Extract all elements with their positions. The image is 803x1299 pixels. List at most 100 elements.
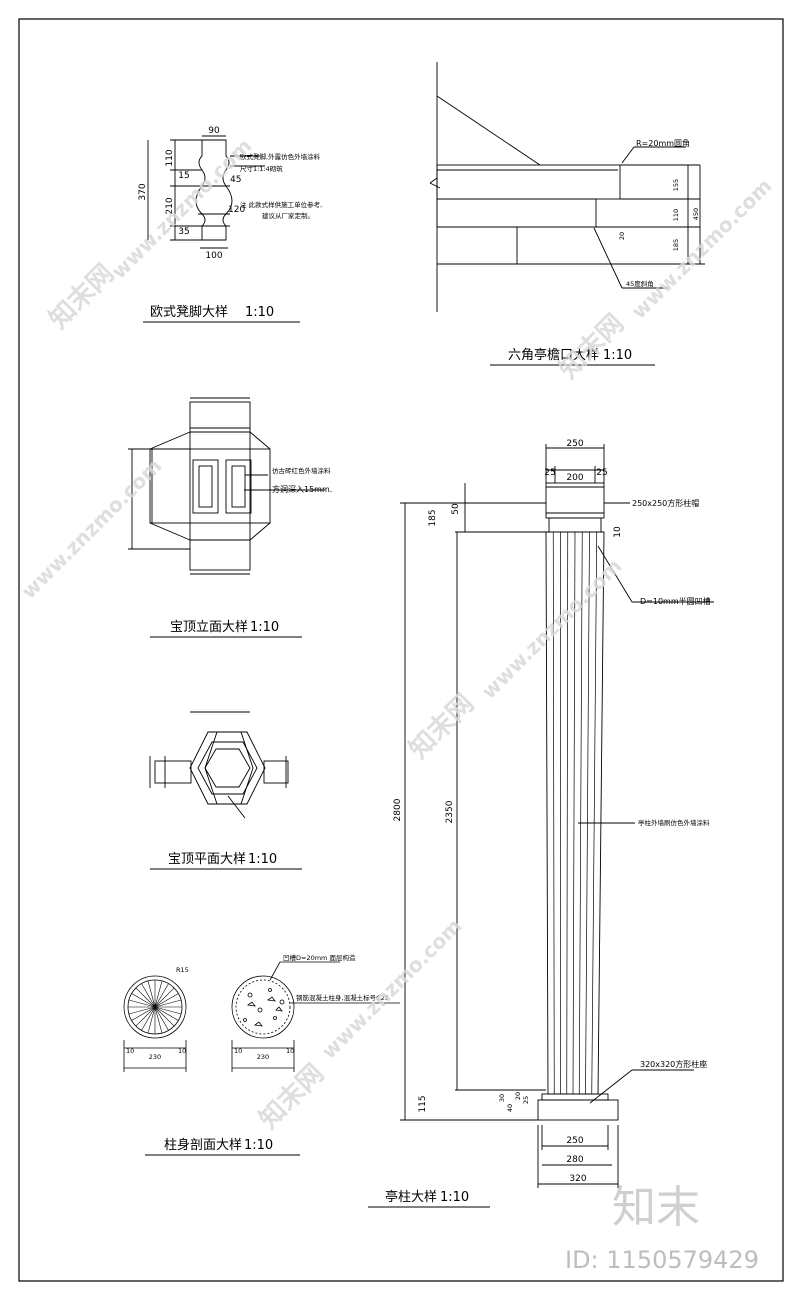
finial-elevation-title-text: 宝顶立面大样 bbox=[170, 620, 248, 635]
finial-plan-title-text: 宝顶平面大样 bbox=[168, 852, 246, 867]
col-flute-note: D=10mm半圆凹槽 bbox=[640, 596, 711, 606]
eave-title-scale: 1:10 bbox=[603, 348, 632, 363]
bal-note-2: 尺寸1:1:4砌筑 bbox=[240, 164, 283, 173]
finial-elevation-detail bbox=[128, 397, 325, 575]
section-ray bbox=[135, 1006, 156, 1027]
col-dim-b3: 40 bbox=[506, 1104, 514, 1112]
col-dim-total: 2800 bbox=[393, 798, 403, 821]
section-ray bbox=[154, 980, 163, 1008]
bal-dim-e: 45 bbox=[230, 175, 241, 185]
section-ray bbox=[135, 987, 156, 1008]
watermark-brand-4: 知末网 bbox=[554, 309, 630, 385]
col-base-a: 250 bbox=[566, 1136, 583, 1146]
watermark-id: ID: 1150579429 bbox=[565, 1246, 759, 1274]
section-ray bbox=[154, 1006, 175, 1027]
col-dim-b1: 30 bbox=[498, 1094, 506, 1102]
shaft-note-1: 凹槽D=20mm 面层构造 bbox=[283, 953, 356, 962]
section-rays bbox=[128, 980, 182, 1034]
shaft-section-detail bbox=[123, 961, 400, 1072]
column-flute-line bbox=[552, 531, 555, 1095]
bal-note-1: 欧式凳脚,外露仿色外墙涂料 bbox=[240, 152, 321, 161]
section-ray bbox=[154, 1006, 182, 1015]
column-flute-line bbox=[572, 531, 576, 1095]
eave-chamfer-note: 45度斜角 bbox=[626, 279, 654, 288]
col-dim-shaft: 2350 bbox=[445, 800, 455, 823]
eave-title: 六角亭檐口大样 1:10 bbox=[490, 347, 655, 366]
column-flute-line bbox=[566, 531, 569, 1095]
col-dim-b2: 20 bbox=[514, 1092, 522, 1100]
column-title-scale: 1:10 bbox=[440, 1190, 469, 1205]
eave-dim-total: 450 bbox=[692, 208, 700, 220]
watermark-site-3: www.znzmo.com bbox=[477, 554, 627, 704]
bal-note-4: 建议从厂家定制。 bbox=[262, 211, 314, 220]
col-dim-cap: 250 bbox=[566, 439, 583, 449]
col-dim-cap-inner: 200 bbox=[566, 473, 583, 483]
sec-r-label: R15 bbox=[176, 966, 189, 974]
section-ray bbox=[154, 1006, 169, 1031]
sec-side-3: 10 bbox=[234, 1047, 242, 1055]
section-ray bbox=[131, 1006, 156, 1021]
eave-fillet-note: R=20mm圆角 bbox=[636, 138, 690, 148]
sec-d-left: 230 bbox=[149, 1053, 161, 1061]
finial-paint-note: 仿古砖红色外墙涂料 bbox=[272, 466, 331, 475]
bal-dim-total: 370 bbox=[138, 183, 148, 200]
section-ray bbox=[141, 983, 156, 1008]
concrete-hatch bbox=[243, 988, 285, 1027]
finial-elevation-title-scale: 1:10 bbox=[250, 620, 279, 635]
section-ray bbox=[154, 987, 175, 1008]
column-title-text: 亭柱大样 bbox=[385, 1189, 437, 1205]
sec-d-right: 230 bbox=[257, 1053, 269, 1061]
finial-plan-title-scale: 1:10 bbox=[248, 852, 277, 867]
section-ray bbox=[154, 999, 182, 1008]
column-detail bbox=[400, 444, 714, 1188]
sec-side-2: 10 bbox=[178, 1047, 186, 1055]
bal-dim-c: 210 bbox=[165, 197, 175, 214]
section-ray bbox=[154, 1006, 163, 1034]
watermark-layer: 知末网 www.znzmo.com www.znzmo.com 知末网 www.… bbox=[17, 134, 777, 1135]
watermark-site-5: www.znzmo.com bbox=[627, 174, 777, 324]
section-ray bbox=[147, 980, 156, 1008]
bal-dim-top: 90 bbox=[208, 126, 220, 136]
col-dim-b4: 25 bbox=[522, 1096, 530, 1104]
sec-side-4: 10 bbox=[286, 1047, 294, 1055]
eave-dim-c: 185 bbox=[672, 239, 680, 251]
section-ray bbox=[141, 1006, 156, 1031]
col-dim-r: 10 bbox=[613, 526, 623, 538]
eave-dim-d: 20 bbox=[618, 232, 626, 240]
section-ray bbox=[131, 993, 156, 1008]
watermark-site-2: www.znzmo.com bbox=[17, 454, 167, 604]
column-flute-line bbox=[585, 531, 590, 1095]
bal-dim-d: 35 bbox=[178, 227, 189, 237]
baluster-title-scale: 1:10 bbox=[245, 305, 274, 320]
section-ray bbox=[128, 1006, 156, 1015]
col-dim-cap-h: 50 bbox=[451, 503, 461, 515]
col-dim-cap-l: 25 bbox=[544, 468, 555, 478]
watermark-logo: 知末 bbox=[612, 1182, 700, 1233]
column-title: 亭柱大样 1:10 bbox=[368, 1189, 490, 1208]
finial-plan-detail bbox=[149, 711, 289, 819]
bal-dim-bottom: 100 bbox=[205, 251, 222, 261]
bal-dim-b: 15 bbox=[178, 171, 189, 181]
col-base-b: 280 bbox=[566, 1155, 583, 1165]
watermark-brand-3: 知末网 bbox=[254, 1059, 330, 1135]
watermark-brand-2: 知末网 bbox=[404, 689, 480, 765]
sheet-frame bbox=[18, 18, 784, 1282]
sec-side-1: 10 bbox=[126, 1047, 134, 1055]
section-ray bbox=[128, 999, 156, 1008]
section-ray bbox=[154, 983, 169, 1008]
shaft-section-title-scale: 1:10 bbox=[244, 1138, 273, 1153]
shaft-section-title-text: 柱身剖面大样 bbox=[164, 1137, 242, 1153]
eave-dim-a: 155 bbox=[672, 179, 680, 191]
finial-elevation-title: 宝顶立面大样 1:10 bbox=[150, 620, 302, 638]
column-flutes bbox=[552, 531, 598, 1095]
eave-detail bbox=[429, 62, 705, 312]
col-base-c: 320 bbox=[569, 1174, 586, 1184]
baluster-title: 欧式凳脚大样 1:10 bbox=[143, 304, 300, 323]
bal-dim-a: 110 bbox=[165, 149, 175, 166]
section-ray bbox=[154, 993, 179, 1008]
watermark-site-4: www.znzmo.com bbox=[317, 914, 467, 1064]
bal-dim-f: 120 bbox=[228, 205, 245, 215]
col-dim-top: 185 bbox=[428, 509, 438, 526]
shaft-section-title: 柱身剖面大样 1:10 bbox=[145, 1137, 300, 1156]
